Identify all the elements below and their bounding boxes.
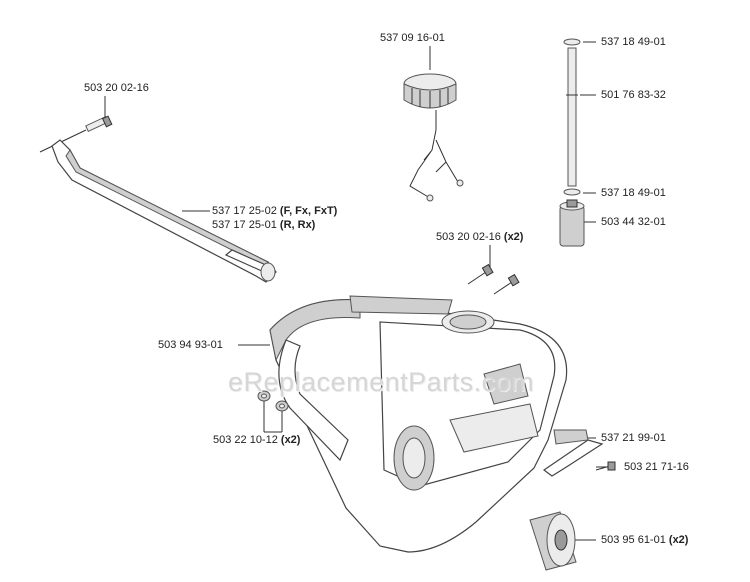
part-label-503-94-93-01[interactable]: 503 94 93-01 — [158, 339, 223, 351]
part-label-501-76-83-32[interactable]: 501 76 83-32 — [601, 89, 666, 101]
tank-housing-drawing — [269, 295, 568, 553]
part-label-537-21-99-01[interactable]: 537 21 99-01 — [601, 432, 666, 444]
part-label-503-44-32-01[interactable]: 503 44 32-01 — [601, 216, 666, 228]
damper-drawing — [529, 511, 577, 571]
screw-pair-drawing — [467, 263, 520, 295]
handle-drawing — [51, 139, 277, 283]
part-label-503-22-10-12[interactable]: 503 22 10-12 (x2) — [213, 434, 301, 446]
part-label-537-17-25-01[interactable]: 537 17 25-01 (R, Rx) — [212, 219, 316, 231]
part-label-537-09-16-01[interactable]: 537 09 16-01 — [380, 32, 445, 44]
fuel-cap-drawing — [403, 73, 464, 202]
part-label-537-18-49-01-top[interactable]: 537 18 49-01 — [601, 36, 666, 48]
bracket-drawing — [542, 429, 616, 477]
screw-drawing — [39, 115, 113, 153]
part-label-503-95-61-01[interactable]: 503 95 61-01 (x2) — [601, 534, 689, 546]
part-label-503-20-02-16-x2[interactable]: 503 20 02-16 (x2) — [436, 231, 524, 243]
part-label-537-17-25-02[interactable]: 537 17 25-02 (F, Fx, FxT) — [212, 205, 338, 217]
part-label-537-18-49-01-bottom[interactable]: 537 18 49-01 — [601, 187, 666, 199]
nuts-drawing — [257, 390, 289, 412]
watermark: eReplacementParts.com — [228, 367, 535, 397]
part-label-503-21-71-16[interactable]: 503 21 71-16 — [624, 461, 689, 473]
part-label-503-20-02-16[interactable]: 503 20 02-16 — [84, 82, 149, 94]
fuel-hose-drawing — [559, 38, 585, 247]
